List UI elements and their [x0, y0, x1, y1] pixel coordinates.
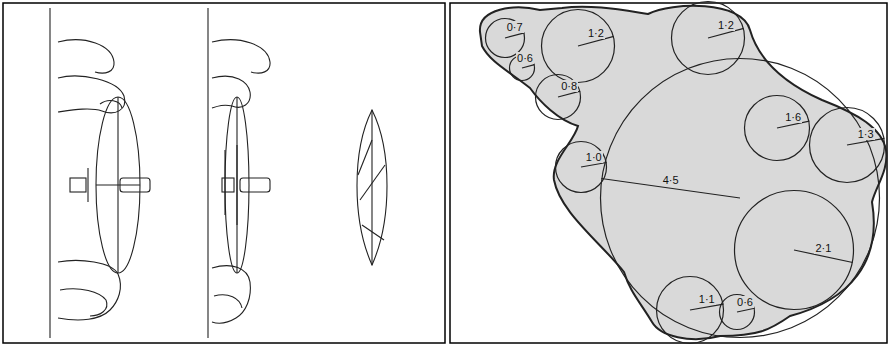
circle: [720, 295, 755, 330]
radius-value: 1·0: [585, 151, 603, 163]
radius-value: 2·1: [814, 242, 832, 254]
measurement-circle: 2·1: [734, 190, 854, 310]
circle: [745, 96, 810, 161]
radius-value: 1·3: [857, 128, 875, 140]
circle: [657, 277, 724, 344]
radius-line: [737, 308, 755, 312]
circle-outline: [541, 9, 615, 83]
circle: [810, 108, 885, 183]
radius-value: 0·7: [506, 21, 524, 33]
right-panel-frame: [450, 3, 887, 343]
radius-value: 4·5: [662, 174, 680, 186]
measurement-circle: 1·3: [809, 107, 885, 183]
radius-line: [522, 65, 535, 68]
radius-value: 1·1: [698, 293, 716, 305]
radius-value: 1·2: [717, 19, 735, 31]
region-outline: [480, 6, 887, 339]
circle: [542, 10, 615, 83]
radius-value: 0·8: [560, 80, 578, 92]
radius-value: 0·6: [516, 52, 534, 64]
measurement-circle: 1·2: [541, 9, 615, 83]
left-panel-frame: [3, 3, 445, 343]
measurement-circle: 0·6: [719, 294, 755, 330]
circle: [536, 75, 581, 120]
circle-outline: [734, 190, 854, 310]
circle-outline: [744, 95, 810, 161]
circle-outline: [809, 107, 885, 183]
circle-outline: [671, 1, 745, 75]
radius-value: 1·2: [587, 27, 605, 39]
radius-line: [581, 162, 607, 167]
circle: [735, 191, 854, 310]
radius-value: 1·6: [784, 111, 802, 123]
circle: [601, 59, 880, 338]
radius-value: 0·6: [736, 296, 754, 308]
circle-outline: [555, 141, 607, 193]
measurement-circle: 1·2: [671, 1, 745, 75]
measurement-circle: 0·8: [535, 74, 581, 120]
lens-measuring-figure: [50, 8, 387, 338]
circle: [672, 2, 745, 75]
measurement-circle: 1·1: [656, 276, 724, 344]
measurement-circle: 0·6: [509, 55, 535, 81]
circle: [556, 142, 607, 193]
radius-line: [505, 33, 524, 38]
circle-outline: [656, 276, 724, 344]
measurement-circle: 1·6: [744, 95, 810, 161]
measurement-circle: 1·0: [555, 141, 607, 193]
